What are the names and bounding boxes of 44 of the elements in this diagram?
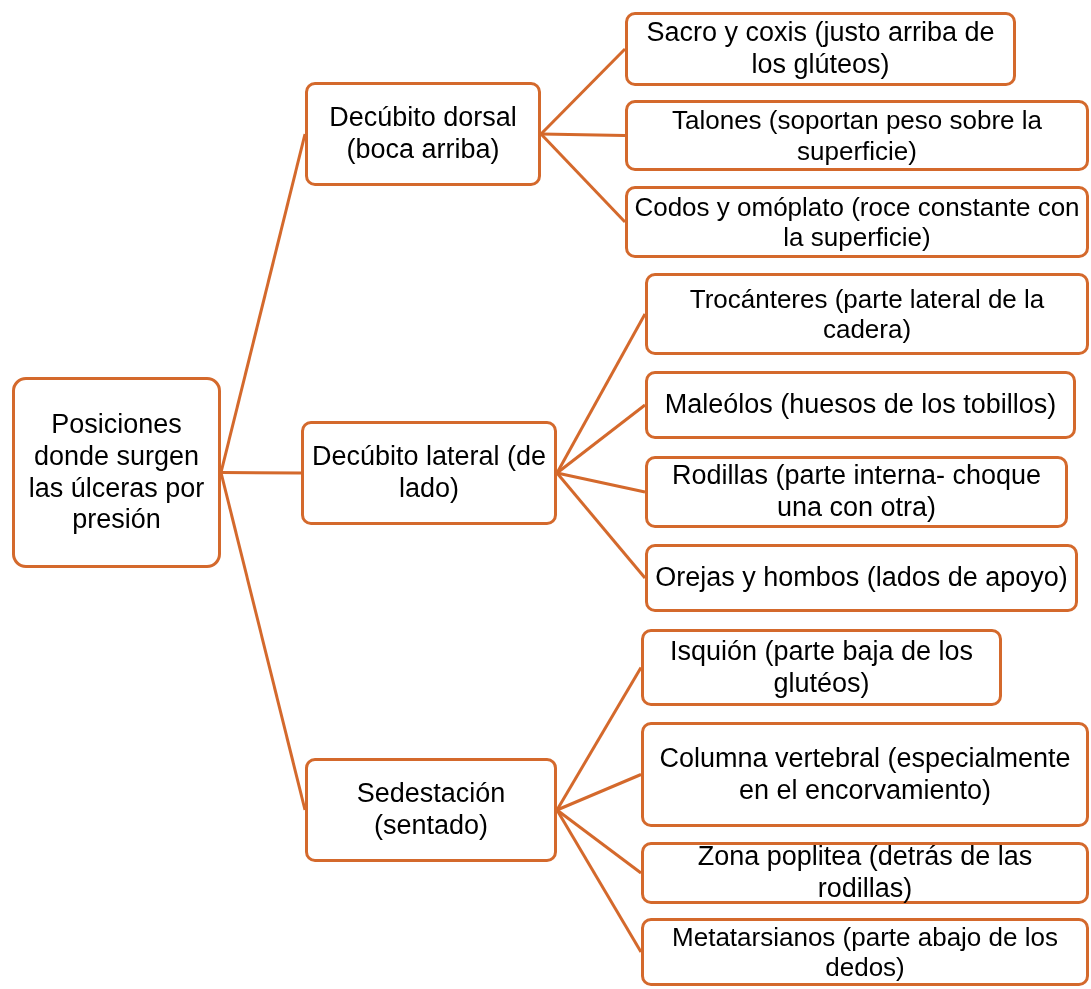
box-label: Isquión (parte baja de los glutéos) xyxy=(668,635,975,700)
text-box xyxy=(12,377,221,568)
connector-line xyxy=(540,132,626,137)
connector-line xyxy=(539,132,627,224)
text-box xyxy=(645,544,1078,612)
text-box xyxy=(645,273,1089,355)
text-box xyxy=(641,918,1089,986)
box-label: Rodillas (parte interna- choque una con otra) xyxy=(670,460,1043,524)
box-label: Talones (soportan peso sobre la superficie) xyxy=(671,105,1043,166)
connector-line xyxy=(556,808,642,875)
box-label: Posiciones donde surgen las úlceras por presión xyxy=(27,409,206,536)
text-box xyxy=(641,842,1089,904)
text-box xyxy=(641,629,1002,706)
text-box xyxy=(625,12,1016,86)
connector-line xyxy=(555,666,643,811)
text-box xyxy=(625,100,1089,171)
connector-line xyxy=(555,472,647,579)
box-label: Maleólos (huesos de los tobillos) xyxy=(664,389,1057,421)
text-box xyxy=(625,186,1089,258)
box-label: Decúbito lateral (de lado) xyxy=(310,441,548,505)
text-box xyxy=(301,421,557,525)
connector-line xyxy=(556,403,646,475)
text-box xyxy=(641,722,1089,827)
connector-line xyxy=(556,773,642,812)
text-box xyxy=(645,456,1068,528)
text-box xyxy=(645,371,1076,439)
box-label: Columna vertebral (especialmente en el encorvamiento) xyxy=(658,742,1072,807)
connector-line xyxy=(219,472,307,811)
connector-line xyxy=(539,47,627,136)
box-label: Sacro y coxis (justo arriba de los glúteos) xyxy=(645,17,996,81)
connector-line xyxy=(555,313,647,474)
box-label: Codos y omóplato (roce constante con la superficie) xyxy=(634,191,1080,253)
box-label: Orejas y hombos (lados de apoyo) xyxy=(655,562,1068,594)
box-label: Metatarsianos (parte abajo de los dedos) xyxy=(671,921,1059,983)
connector-line xyxy=(219,133,307,473)
box-label: Sedestación (sentado) xyxy=(355,778,507,842)
box-label: Decúbito dorsal (boca arriba) xyxy=(328,102,518,166)
box-label: Zona poplitea (detrás de las rodillas) xyxy=(696,841,1034,905)
connector-line xyxy=(555,809,643,953)
box-label: Trocánteres (parte lateral de la cadera) xyxy=(688,283,1046,345)
connector-line xyxy=(221,471,301,475)
connector-line xyxy=(556,471,646,494)
text-box xyxy=(305,82,541,186)
text-box xyxy=(305,758,557,862)
